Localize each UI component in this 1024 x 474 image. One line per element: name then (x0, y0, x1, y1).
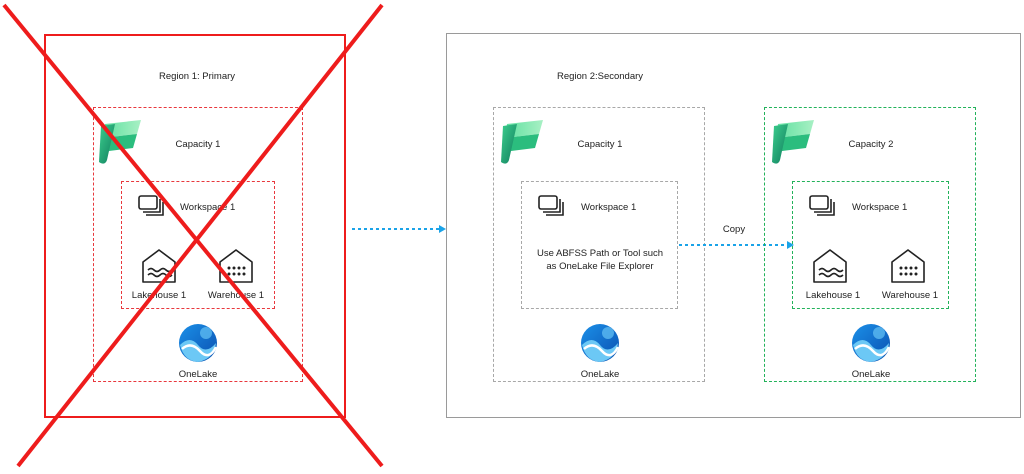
workspace-label: Workspace 1 (581, 202, 637, 213)
capacity-label: Capacity 2 (848, 139, 894, 150)
onelake-icon (850, 322, 892, 364)
warehouse-label: Warehouse 1 (881, 290, 939, 301)
workspace-label: Workspace 1 (180, 202, 236, 213)
warehouse-label: Warehouse 1 (207, 290, 265, 301)
region-primary (44, 34, 346, 418)
onelake-label: OneLake (580, 369, 620, 380)
warehouse-icon (891, 249, 925, 283)
capacity-secondary-2 (764, 107, 976, 382)
copy-label: Copy (722, 224, 746, 235)
onelake-label: OneLake (851, 369, 891, 380)
capacity-primary (93, 107, 303, 382)
lakehouse-label: Lakehouse 1 (805, 290, 861, 301)
region-primary-title: Region 1: Primary (158, 71, 236, 82)
lakehouse-icon (813, 249, 847, 283)
workspace-secondary-1 (521, 181, 678, 309)
capacity-label: Capacity 1 (175, 139, 221, 150)
capacity-label: Capacity 1 (577, 139, 623, 150)
lakehouse-label: Lakehouse 1 (131, 290, 187, 301)
workspace-primary (121, 181, 275, 309)
onelake-label: OneLake (178, 369, 218, 380)
workspace-secondary-2 (792, 181, 949, 309)
workspace-label: Workspace 1 (852, 202, 908, 213)
workspace-icon (809, 195, 835, 216)
fabric-icon (772, 120, 814, 164)
region-secondary (446, 33, 1021, 418)
abfss-note: Use ABFSS Path or Tool such as OneLake F… (536, 248, 664, 272)
region-secondary-title: Region 2:Secondary (556, 71, 644, 82)
